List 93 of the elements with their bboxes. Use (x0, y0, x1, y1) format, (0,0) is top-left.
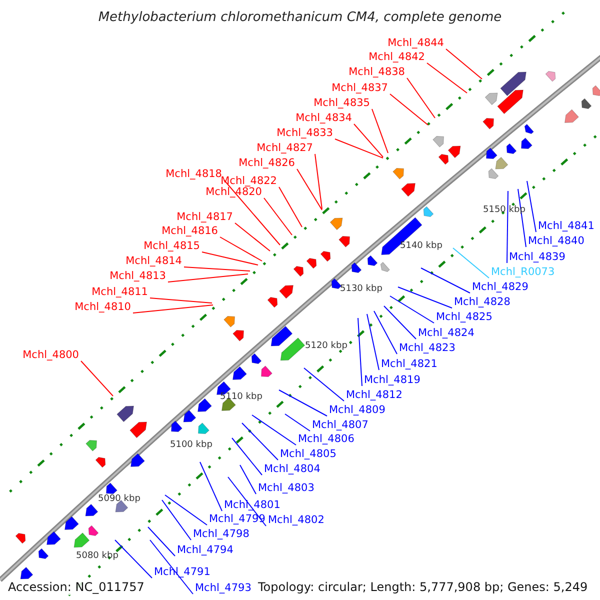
leader-line (284, 414, 310, 432)
gene-label: Mchl_4825 (436, 311, 492, 324)
scale-label: 5120 kbp (305, 341, 348, 352)
leader-line (278, 186, 302, 228)
leader-line (390, 296, 434, 324)
gene-label: Mchl_4842 (368, 51, 425, 64)
gene-label: Mchl_4822 (220, 175, 277, 188)
gene-label: Mchl_4816 (162, 225, 218, 238)
genome-summary-text: Topology: circular; Length: 5,777,908 bp; Genes: 5,249 (258, 580, 588, 595)
leader-line (80, 360, 114, 396)
leader-line (314, 154, 322, 210)
gene-label: Mchl_4827 (256, 142, 313, 155)
scale-label: 5080 kbp (76, 551, 118, 562)
gene-label: Mchl_4840 (528, 235, 584, 248)
gene-label: Mchl_4841 (538, 220, 594, 233)
gene-label: Mchl_4844 (388, 37, 444, 50)
leader-line (202, 252, 258, 266)
leader-line (372, 108, 388, 154)
map-title: Methylobacterium chloromethanicum CM4, complete genome (97, 10, 503, 26)
leader-line (390, 94, 428, 126)
gene-label: Mchl_4811 (92, 286, 148, 299)
leader-line (384, 306, 416, 340)
leader-line (518, 188, 526, 248)
gene-label: Mchl_4802 (268, 514, 324, 527)
gene-label: Mchl_4794 (177, 544, 234, 557)
leader-line (446, 48, 482, 80)
scale-label: 5100 kbp (170, 440, 212, 451)
gene-label: Mchl_4815 (144, 240, 200, 253)
gene-label: Mchl_4821 (381, 358, 438, 371)
leader-line (200, 462, 222, 512)
gene-label: Mchl_4803 (258, 482, 314, 495)
gene-label: Mchl_4793 (195, 582, 252, 595)
gene-label: Mchl_4806 (298, 433, 354, 446)
scale-label: 5140 kbp (400, 241, 442, 252)
gene-label: Mchl_4798 (193, 528, 250, 541)
gene-label: Mchl_4804 (264, 463, 320, 476)
leader-line (426, 62, 468, 94)
gene-label: Mchl_4833 (276, 127, 333, 140)
leader-line (354, 124, 384, 158)
gene-label: Mchl_4817 (176, 211, 233, 224)
gene-label: Mchl_4826 (238, 157, 295, 170)
leader-line (506, 190, 508, 264)
accession-text: Accession: NC_011757 (8, 580, 144, 595)
gene-label: Mchl_4805 (280, 448, 336, 461)
scale-label: 5130 kbp (340, 284, 382, 295)
gene-label: Mchl_4807 (312, 419, 368, 432)
leader-line (148, 526, 176, 556)
gene-label: Mchl_4824 (418, 327, 474, 340)
leader-line (304, 368, 344, 402)
leader-line (526, 180, 536, 232)
gene-label: Mchl_4835 (314, 97, 370, 110)
gene-label: Mchl_4834 (296, 112, 352, 125)
gene-label: Mchl_R0073 (491, 266, 555, 279)
gene-label: Mchl_4829 (472, 281, 528, 294)
leader-line (264, 198, 292, 236)
leader-line (242, 422, 278, 460)
leader-line (366, 314, 380, 370)
leader-line (398, 286, 452, 308)
gene-label: Mchl_4819 (364, 374, 420, 387)
leader-line (220, 236, 262, 262)
leader-line (240, 464, 256, 494)
leader-line (278, 390, 328, 416)
leader-line (252, 414, 296, 446)
leader-line (232, 438, 262, 476)
leader-line (234, 222, 270, 252)
leader-line (168, 274, 248, 282)
leader-line (162, 500, 192, 540)
leader-line (334, 138, 384, 158)
gene-label: Mchl_4812 (346, 389, 402, 402)
leader-line (184, 266, 250, 272)
gene-label: Mchl_4837 (332, 82, 388, 95)
leader-line (358, 318, 362, 386)
leader-line (150, 298, 212, 304)
gene-label: Mchl_4839 (509, 251, 566, 264)
leader-line (132, 304, 214, 314)
gene-label: Mchl_4823 (399, 342, 456, 355)
leader-line (452, 248, 490, 278)
leader-line (420, 268, 470, 294)
gene-label: Mchl_4809 (329, 404, 386, 417)
gene-label: Mchl_4828 (454, 296, 510, 309)
scale-label: 5110 kbp (220, 392, 262, 403)
leader-line (296, 168, 322, 210)
leader-line (406, 78, 436, 118)
gene-label: Mchl_4814 (126, 255, 182, 268)
leader-line (374, 310, 398, 354)
gene-label: Mchl_4800 (22, 349, 79, 362)
gene-label: Mchl_4838 (348, 66, 405, 79)
scale-label: 5090 kbp (98, 494, 140, 505)
gene-label: Mchl_4813 (110, 270, 166, 283)
leader-line (114, 540, 152, 578)
gene-label: Mchl_4818 (166, 168, 222, 181)
leader-line (164, 494, 208, 526)
gene-label: Mchl_4810 (74, 301, 131, 314)
